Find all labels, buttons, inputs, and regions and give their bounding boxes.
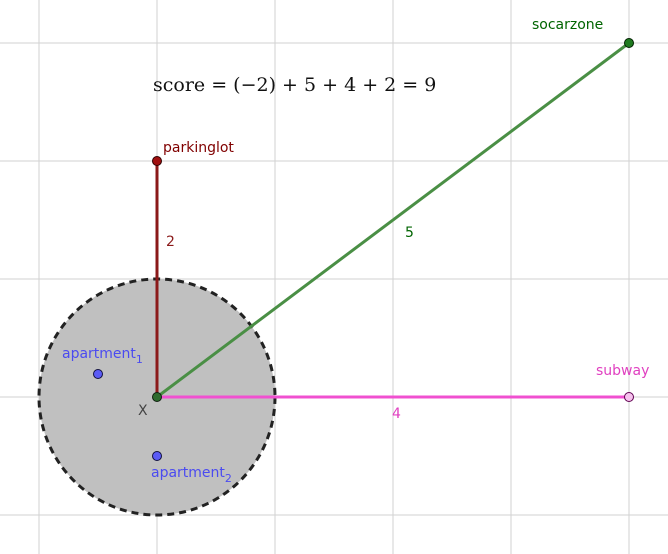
socarzone-label: socarzone xyxy=(532,17,603,33)
origin-point[interactable] xyxy=(152,392,162,402)
apartment1-label-subscript: 1 xyxy=(136,353,143,366)
apartment2-label-subscript: 2 xyxy=(225,472,232,485)
score-formula: score = (−2) + 5 + 4 + 2 = 9 xyxy=(153,74,436,96)
subway-point[interactable] xyxy=(624,392,634,402)
parkinglot-segment-label: 2 xyxy=(166,234,175,250)
apartment2-point[interactable] xyxy=(152,451,162,461)
origin-label: X xyxy=(138,403,148,419)
apartment1-point[interactable] xyxy=(93,369,103,379)
apartment1-label: apartment1 xyxy=(62,346,143,366)
subway-label: subway xyxy=(596,363,649,379)
parkinglot-point[interactable] xyxy=(152,156,162,166)
subway-segment-label: 4 xyxy=(392,406,401,422)
parkinglot-label: parkinglot xyxy=(163,140,234,156)
socarzone-segment-label: 5 xyxy=(405,225,414,241)
apartment1-label-text: apartment xyxy=(62,346,136,362)
apartment2-label: apartment2 xyxy=(151,465,232,485)
socarzone-segment[interactable] xyxy=(156,41,630,399)
socarzone-point[interactable] xyxy=(624,38,634,48)
apartment2-label-text: apartment xyxy=(151,465,225,481)
